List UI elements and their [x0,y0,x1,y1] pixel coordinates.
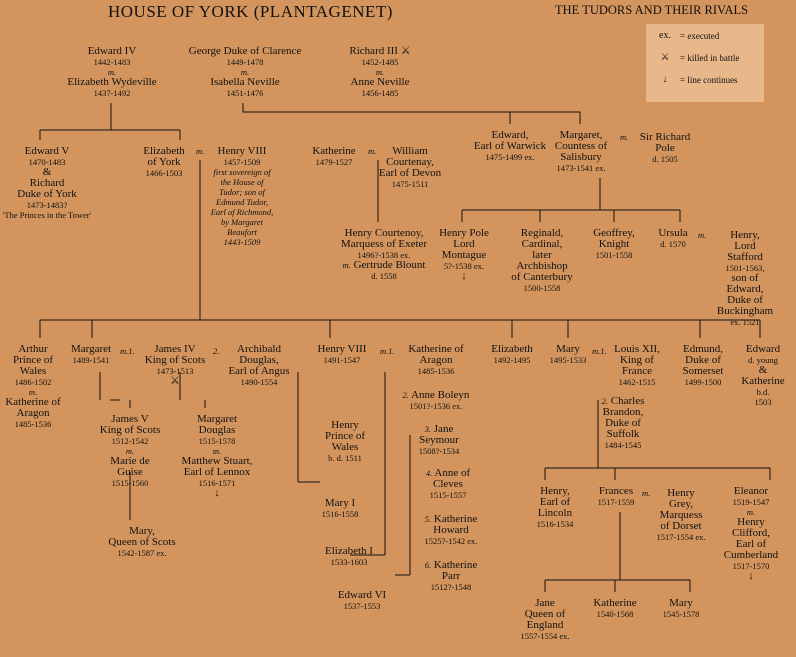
line-george-children [242,103,581,124]
down-arrow-icon: ↓ [662,74,668,85]
legend-executed-label: = executed [680,31,720,41]
line-pole [461,178,681,222]
down-arrow-icon: ↓ [748,570,754,582]
chart-title: HOUSE OF YORK (PLANTAGENET) [108,2,393,21]
marriage-mark: m. [620,132,629,142]
marriage-mark: m.1. [380,346,395,356]
legend: ex. = executed ⚔ = killed in battle ↓ = … [646,24,764,102]
line-brandon [544,400,771,480]
line-henry8 [297,372,411,576]
line-edward4-children [39,103,181,140]
marriage-mark: 2. [213,346,220,356]
marriage-mark: m. [698,230,707,240]
down-arrow-icon: ↓ [214,487,220,499]
legend-executed: ex. = executed [646,28,764,48]
legend-killed: ⚔ = killed in battle [646,50,764,70]
down-arrow-icon: ↓ [461,270,467,282]
legend-killed-label: = killed in battle [680,53,740,63]
line-tudor-children [39,319,761,338]
marriage-mark: m.1. [120,346,135,356]
marriage-mark: m. [196,146,205,156]
marriage-mark: m.1. [592,346,607,356]
marriage-mark: m. [642,488,651,498]
line-grey [544,512,691,592]
crossed-swords-icon: ⚔ [170,375,180,387]
crossed-swords-icon: ⚔ [400,45,411,57]
marriage-mark: m. [368,146,377,156]
crossed-swords-icon: ⚔ [660,52,670,63]
legend-continues: ↓ = line continues [646,72,764,92]
legend-continues-label: = line continues [680,75,738,85]
line-scots [99,372,206,520]
legend-ex-symbol: ex. [659,30,671,41]
chart-subtitle: THE TUDORS AND THEIR RIVALS [555,3,749,17]
